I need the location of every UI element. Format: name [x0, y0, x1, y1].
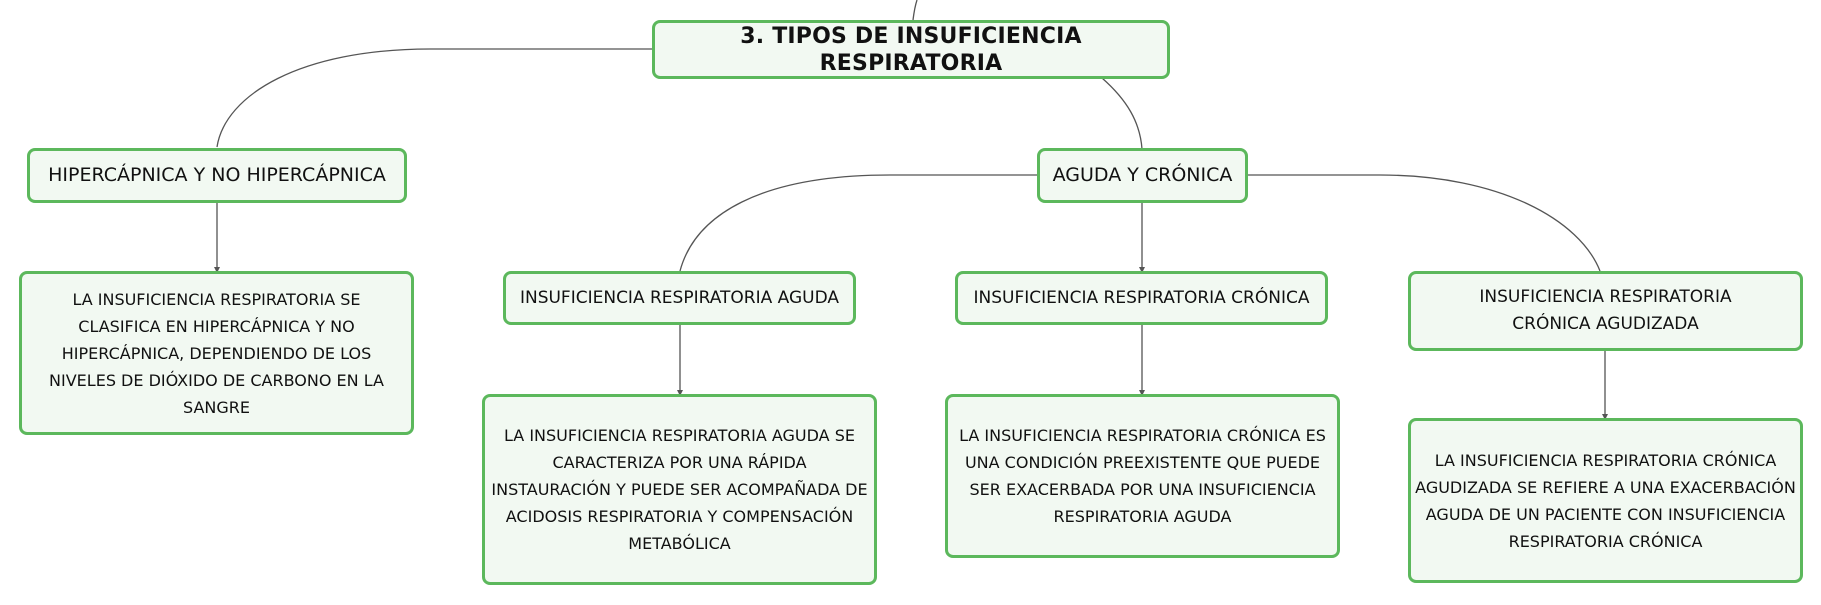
desc-aguda[interactable]: LA INSUFICIENCIA RESPIRATORIA AGUDA SE C…	[482, 394, 877, 585]
node-cronica[interactable]: INSUFICIENCIA RESPIRATORIA CRÓNICA	[955, 271, 1328, 325]
node-aguda[interactable]: INSUFICIENCIA RESPIRATORIA AGUDA	[503, 271, 856, 325]
desc-hipercapnica-text: LA INSUFICIENCIA RESPIRATORIA SE CLASIFI…	[49, 289, 384, 417]
root-node[interactable]: 3. TIPOS DE INSUFICIENCIA RESPIRATORIA	[652, 20, 1170, 79]
node-hipercapnica[interactable]: HIPERCÁPNICA Y NO HIPERCÁPNICA	[27, 148, 407, 203]
connector-ac-aguda	[679, 174, 1037, 272]
node-aguda-label: INSUFICIENCIA RESPIRATORIA AGUDA	[519, 287, 840, 308]
arrowhead-cronica-agudizada-desc	[1602, 414, 1608, 420]
arrowhead-cronica-desc	[1139, 267, 1145, 273]
node-hipercapnica-label: HIPERCÁPNICA Y NO HIPERCÁPNICA	[48, 164, 386, 186]
arrowhead-cronica-desc-2	[1139, 390, 1145, 396]
desc-hipercapnica[interactable]: LA INSUFICIENCIA RESPIRATORIA SE CLASIFI…	[19, 271, 414, 435]
desc-cronica[interactable]: LA INSUFICIENCIA RESPIRATORIA CRÓNICA ES…	[945, 394, 1340, 558]
arrowhead-hipercapnica-desc	[214, 267, 220, 273]
connector-root-hipercapnica	[216, 48, 652, 148]
node-aguda-cronica[interactable]: AGUDA Y CRÓNICA	[1037, 148, 1248, 203]
node-cronica-agudizada-label: INSUFICIENCIA RESPIRATORIA CRÓNICA AGUDI…	[1479, 287, 1732, 334]
node-cronica-agudizada[interactable]: INSUFICIENCIA RESPIRATORIA CRÓNICA AGUDI…	[1408, 271, 1803, 351]
connector-ac-cronica-agudizada	[1248, 174, 1601, 272]
arrowhead-aguda-desc	[677, 390, 683, 396]
connector-parent-root	[912, 0, 918, 21]
desc-aguda-text: LA INSUFICIENCIA RESPIRATORIA AGUDA SE C…	[491, 426, 868, 553]
node-aguda-cronica-label: AGUDA Y CRÓNICA	[1052, 164, 1233, 186]
root-node-label: 3. TIPOS DE INSUFICIENCIA RESPIRATORIA	[740, 23, 1082, 76]
desc-cronica-agudizada[interactable]: LA INSUFICIENCIA RESPIRATORIA CRÓNICA AG…	[1408, 418, 1803, 583]
desc-cronica-text: LA INSUFICIENCIA RESPIRATORIA CRÓNICA ES…	[959, 426, 1326, 526]
node-cronica-label: INSUFICIENCIA RESPIRATORIA CRÓNICA	[973, 287, 1310, 308]
desc-cronica-agudizada-text: LA INSUFICIENCIA RESPIRATORIA CRÓNICA AG…	[1415, 450, 1796, 551]
connector-root-aguda-cronica	[1101, 77, 1143, 150]
